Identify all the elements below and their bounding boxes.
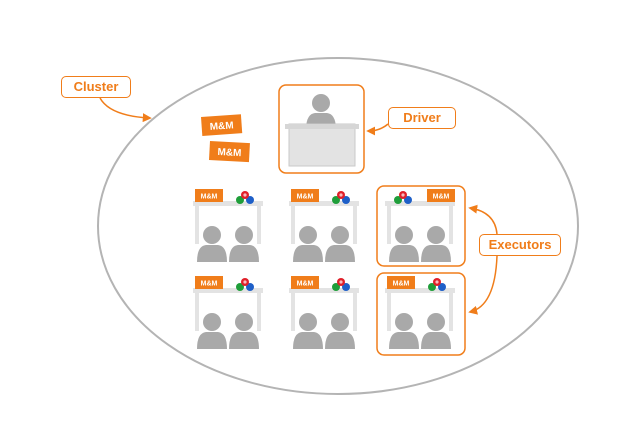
desk-icon (193, 288, 263, 293)
person-icon (325, 226, 355, 262)
executor-highlight (376, 272, 466, 356)
executor-node (193, 189, 263, 262)
desk-icon (193, 201, 263, 206)
person-icon (389, 226, 419, 262)
cluster-label: Cluster (61, 76, 131, 98)
svg-text:M&M: M&M (209, 120, 234, 133)
candy-bag-icon (427, 189, 455, 202)
person-icon (197, 313, 227, 349)
person-icon (293, 313, 323, 349)
driver-arrow-icon (366, 123, 389, 136)
driver-node (278, 84, 365, 174)
desk-icon (289, 201, 359, 206)
executors-arrow-icon (468, 255, 498, 315)
executor-node (289, 189, 359, 262)
person-icon (229, 313, 259, 349)
candy-bag-icon (195, 189, 223, 202)
executor-node (385, 189, 455, 262)
desk-icon (385, 288, 455, 293)
executor-node (289, 276, 359, 349)
executors-label: Executors (479, 234, 561, 256)
candy-bag-icon (291, 276, 319, 289)
candy-bag-icon (291, 189, 319, 202)
driver-label: Driver (388, 107, 456, 129)
person-icon (293, 226, 323, 262)
executor-node (385, 276, 455, 349)
executor-highlight (376, 185, 466, 267)
cluster-arrow-icon (99, 97, 152, 123)
person-icon (421, 313, 451, 349)
svg-text:M&M: M&M (217, 147, 241, 159)
person-icon (229, 226, 259, 262)
desk-icon (385, 201, 455, 206)
person-icon (421, 226, 451, 262)
candy-bag-icon: M&M (201, 114, 243, 136)
executors-arrow-icon (468, 204, 498, 235)
person-icon (389, 313, 419, 349)
person-icon (197, 226, 227, 262)
cluster-boundary (97, 57, 579, 395)
desk-icon (288, 123, 356, 167)
executor-node (193, 276, 263, 349)
desk-icon (289, 288, 359, 293)
candy-bag-icon (195, 276, 223, 289)
executor-grid (193, 189, 455, 349)
candy-bag-icon (387, 276, 415, 289)
person-icon (325, 313, 355, 349)
candy-bag-icon: M&M (209, 141, 250, 163)
